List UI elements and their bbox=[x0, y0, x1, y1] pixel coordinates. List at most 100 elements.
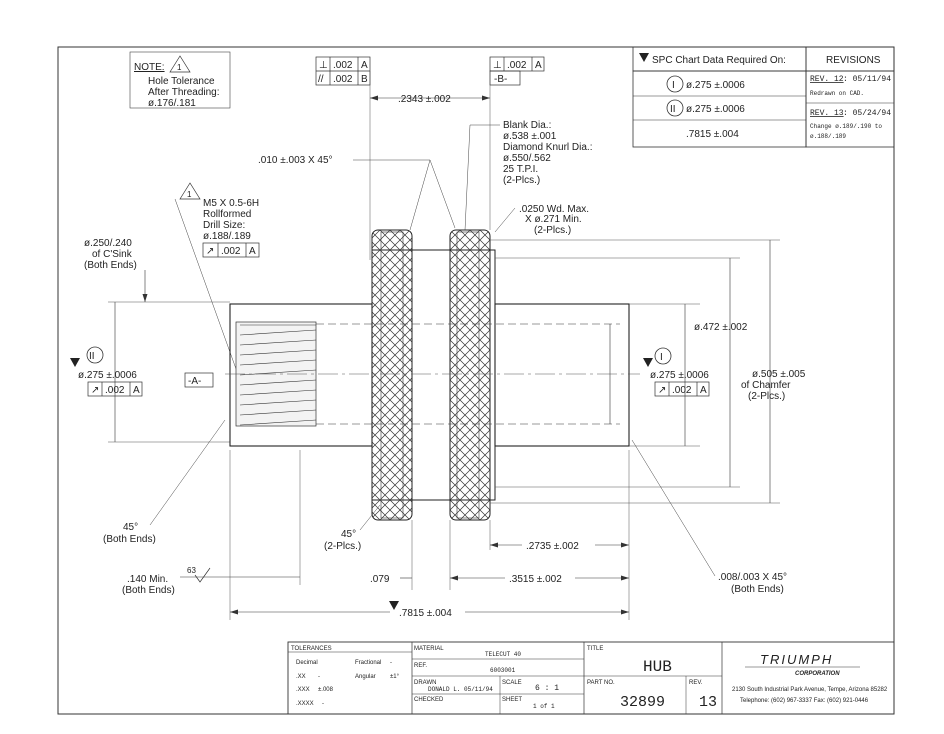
dim-2343: .2343 ±.002 bbox=[398, 94, 451, 105]
fcf-datum-2: B bbox=[361, 74, 368, 85]
rev13-label: REV. 13 bbox=[810, 109, 844, 118]
angle-left-2: (Both Ends) bbox=[103, 534, 156, 545]
blank-dia-callout: Blank Dia.: ø.538 ±.001 Diamond Knurl Di… bbox=[464, 120, 592, 231]
groove-line-1: .0250 Wd. Max. bbox=[519, 204, 589, 215]
datum-b-id: -B- bbox=[494, 74, 507, 85]
part-no-value: 32899 bbox=[620, 694, 665, 711]
runout-icon: ↗ bbox=[206, 246, 214, 257]
csink-line-1: ø.250/.240 bbox=[84, 238, 132, 249]
dia-505-3: (2-Plcs.) bbox=[748, 391, 785, 402]
left-dia-callout: II ø.275 ±.0006 ↗ .002 A -A- bbox=[70, 301, 230, 443]
overall-length: .7815 ±.004 bbox=[399, 608, 452, 619]
spc-header: SPC Chart Data Required On: bbox=[652, 55, 786, 66]
dim-140-1: .140 Min. bbox=[127, 574, 168, 585]
perpendicularity-icon: ⊥ bbox=[493, 60, 502, 71]
blank-line-3: Diamond Knurl Dia.: bbox=[503, 142, 592, 153]
chamfer-010-callout: .010 ±.003 X 45° bbox=[258, 155, 333, 166]
blank-line-6: (2-Plcs.) bbox=[503, 175, 540, 186]
left-fcf-datum: A bbox=[133, 385, 140, 396]
bottom-dims: .079 .3515 ±.002 .2735 ±.002 .7815 ±.004 bbox=[229, 450, 630, 620]
right-fcf-tol: .002 bbox=[672, 385, 692, 396]
xx-val: - bbox=[318, 674, 320, 680]
xxxx-label: .XXXX bbox=[296, 701, 314, 707]
runout-icon: ↗ bbox=[91, 385, 99, 396]
fractional-label: Fractional bbox=[355, 660, 381, 666]
blank-line-2: ø.538 ±.001 bbox=[503, 131, 557, 142]
left-marker: II bbox=[89, 351, 95, 362]
note-line-2: After Threading: bbox=[148, 87, 220, 98]
xxx-label: .XXX bbox=[296, 687, 310, 693]
fractional-val: - bbox=[390, 660, 392, 666]
groove-line-2: X ø.271 Min. bbox=[525, 214, 582, 225]
groove-line-3: (2-Plcs.) bbox=[534, 225, 571, 236]
angle-mid-1: 45° bbox=[341, 529, 356, 540]
fcf-right-top: ⊥ .002 A -B- bbox=[489, 56, 545, 86]
thread-line-1: M5 X 0.5-6H bbox=[203, 198, 259, 209]
right-dia-callout: I ø.275 ±.0006 ↗ .002 A bbox=[629, 303, 710, 447]
right-fcf-datum: A bbox=[700, 385, 707, 396]
xxxx-val: - bbox=[322, 701, 324, 707]
left-dia: ø.275 ±.0006 bbox=[78, 370, 137, 381]
company-logo: TRIUMPH bbox=[760, 652, 833, 667]
csink-callout: ø.250/.240 of C'Sink (Both Ends) bbox=[84, 238, 148, 302]
title-label: TITLE bbox=[587, 646, 603, 652]
surface-finish: 63 bbox=[187, 566, 196, 575]
dia-472: ø.472 ±.002 bbox=[694, 322, 748, 333]
dim-140-callout: .140 Min. (Both Ends) bbox=[122, 450, 301, 596]
note-number: 1 bbox=[177, 63, 182, 72]
angle-left-callout: 45° (Both Ends) bbox=[103, 419, 226, 545]
spc-table: SPC Chart Data Required On: I ø.275 ±.00… bbox=[632, 46, 807, 148]
blank-line-4: ø.550/.562 bbox=[503, 153, 551, 164]
title-block: TOLERANCES Decimal Fractional - .XX - An… bbox=[287, 641, 895, 715]
note-line-3: ø.176/.181 bbox=[148, 98, 196, 109]
finish-callout: 63 bbox=[187, 566, 211, 583]
thread-callout: 1 M5 X 0.5-6H Rollformed Drill Size: ø.1… bbox=[174, 182, 260, 381]
note-line-1: Hole Tolerance bbox=[148, 76, 215, 87]
parallelism-icon: // bbox=[318, 74, 324, 85]
fcf-tol-3: .002 bbox=[507, 60, 527, 71]
fcf-tol-1: .002 bbox=[333, 60, 353, 71]
tolerances-label: TOLERANCES bbox=[291, 646, 332, 652]
revisions-block: REVISIONS REV. 12 : 05/11/94 Redrawn on … bbox=[805, 46, 895, 148]
material-label: MATERIAL bbox=[414, 646, 444, 652]
material-value: TELECUT 40 bbox=[485, 651, 521, 658]
chamfer-008-2: (Both Ends) bbox=[731, 584, 784, 595]
scale-label: SCALE bbox=[502, 680, 522, 686]
chamfer-008-1: .008/.003 X 45° bbox=[718, 572, 787, 583]
sheet-value: 1 of 1 bbox=[533, 703, 555, 710]
ref-label: REF. bbox=[414, 663, 427, 669]
right-dia: ø.275 ±.0006 bbox=[650, 370, 709, 381]
groove-callout: .0250 Wd. Max. X ø.271 Min. (2-Plcs.) bbox=[494, 204, 589, 236]
spc-row3-value: .7815 ±.004 bbox=[686, 129, 739, 140]
fcf-datum-3: A bbox=[535, 60, 542, 71]
rev13-desc-2: ø.188/.189 bbox=[810, 133, 846, 140]
triangle-note-icon bbox=[169, 55, 191, 73]
perpendicularity-icon: ⊥ bbox=[319, 60, 328, 71]
revisions-header: REVISIONS bbox=[826, 55, 881, 66]
thread-line-3: Drill Size: bbox=[203, 220, 245, 231]
fcf-tol-2: .002 bbox=[333, 74, 353, 85]
angular-val: ±1° bbox=[390, 674, 400, 680]
rev13-desc-1: Change ø.189/.190 to bbox=[810, 123, 882, 130]
drawn-value: DONALD L. 05/11/94 bbox=[428, 686, 493, 693]
down-triangle-icon bbox=[643, 358, 653, 367]
dia-505-callout: ø.505 ±.005 of Chamfer (2-Plcs.) bbox=[741, 369, 806, 402]
thread-fcf-datum: A bbox=[249, 246, 256, 257]
angular-label: Angular bbox=[355, 674, 376, 680]
fcf-datum-1: A bbox=[361, 60, 368, 71]
scale-value: 6 : 1 bbox=[535, 684, 559, 693]
dim-3515: .3515 ±.002 bbox=[509, 574, 562, 585]
hub-part bbox=[225, 229, 640, 521]
company-phone: Telephone: (602) 967-3337 Fax: (602) 921… bbox=[740, 698, 869, 704]
rev-value: 13 bbox=[699, 694, 717, 711]
blank-line-1: Blank Dia.: bbox=[503, 120, 551, 131]
angle-left-1: 45° bbox=[123, 522, 138, 533]
spc-row1-value: ø.275 ±.0006 bbox=[686, 80, 745, 91]
blank-line-5: 25 T.P.I. bbox=[503, 164, 538, 175]
drawn-label: DRAWN bbox=[414, 680, 436, 686]
thread-note-num: 1 bbox=[187, 190, 192, 199]
spc-row2-value: ø.275 ±.0006 bbox=[686, 104, 745, 115]
company-address: 2130 South Industrial Park Avenue, Tempe… bbox=[732, 687, 888, 693]
right-marker: I bbox=[660, 352, 663, 363]
